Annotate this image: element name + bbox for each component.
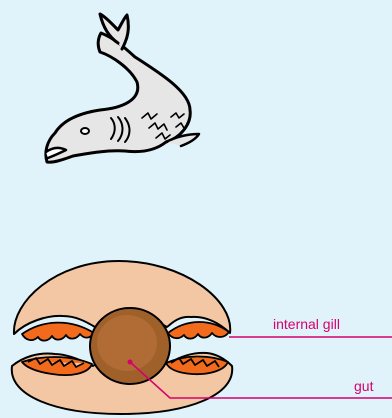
clam-icon — [12, 261, 232, 414]
label-internal-gill: internal gill — [273, 316, 340, 332]
internal-gill-left-upper — [22, 323, 94, 341]
fish-eye — [81, 128, 89, 134]
fish-icon — [46, 14, 199, 162]
label-gut: gut — [354, 378, 373, 394]
leader-dot-gut — [128, 360, 133, 365]
fish-body — [46, 33, 190, 162]
gut-highlight — [97, 315, 157, 371]
